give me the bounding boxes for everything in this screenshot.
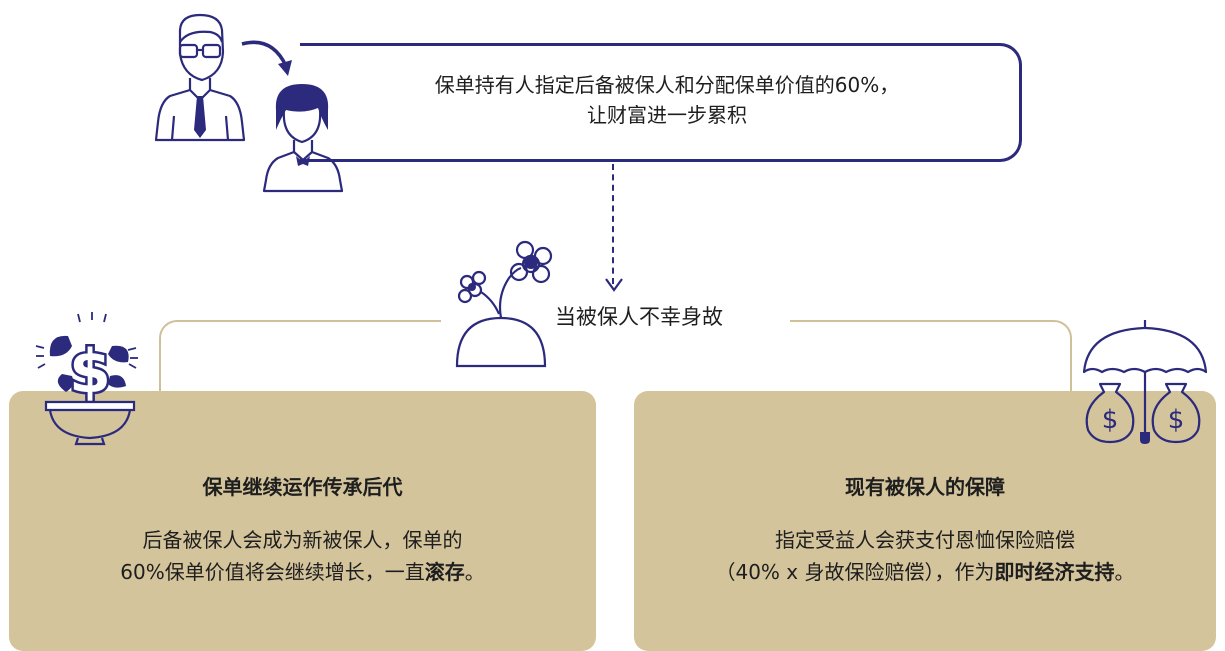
svg-text:$: $ bbox=[69, 337, 111, 407]
right-panel bbox=[634, 391, 1216, 651]
connector-left bbox=[159, 320, 441, 402]
right-body-prefix: （40% x 身故保险赔偿），作为 bbox=[715, 560, 995, 584]
right-panel-body-line2: （40% x 身故保险赔偿），作为即时经济支持。 bbox=[634, 556, 1216, 588]
top-callout-line2: 让财富进一步累积 bbox=[587, 103, 747, 127]
arrowhead-down-icon bbox=[605, 278, 623, 292]
left-body-prefix: 60%保单价值将会继续增长，一直 bbox=[120, 560, 425, 584]
event-label: 当被保人不幸身故 bbox=[555, 305, 723, 329]
left-panel-body-line1: 后备被保人会成为新被保人，保单的 bbox=[142, 528, 463, 552]
top-callout-text: 保单持有人指定后备被保人和分配保单价值的60%， 让财富进一步累积 bbox=[310, 70, 1024, 130]
left-body-emphasis: 滚存 bbox=[424, 560, 465, 584]
left-panel-body: 后备被保人会成为新被保人，保单的 60%保单价值将会继续增长，一直滚存。 bbox=[9, 524, 596, 588]
left-panel-title: 保单继续运作传承后代 bbox=[202, 475, 403, 499]
umbrella-money-icon: $ $ bbox=[1082, 320, 1208, 444]
man-icon bbox=[154, 13, 246, 142]
dashed-connector bbox=[612, 164, 614, 284]
woman-icon bbox=[262, 84, 344, 193]
svg-text:$: $ bbox=[1102, 405, 1119, 435]
curved-arrow-icon bbox=[241, 40, 292, 76]
right-body-suffix: 。 bbox=[1114, 560, 1135, 584]
right-body-emphasis: 即时经济支持 bbox=[994, 560, 1115, 584]
left-panel-body-line2: 60%保单价值将会继续增长，一直滚存。 bbox=[9, 556, 596, 588]
svg-text:$: $ bbox=[1168, 405, 1185, 435]
right-panel-title: 现有被保人的保障 bbox=[845, 475, 1005, 499]
flower-icon bbox=[445, 234, 555, 370]
left-body-suffix: 。 bbox=[464, 560, 485, 584]
right-panel-body-line1: 指定受益人会获支付恩恤保险赔偿 bbox=[775, 528, 1075, 552]
money-plant-icon: $ bbox=[35, 312, 138, 446]
top-callout-box bbox=[300, 43, 1022, 162]
top-callout-line1: 保单持有人指定后备被保人和分配保单价值的60%， bbox=[434, 73, 900, 97]
connector-right bbox=[790, 320, 1072, 402]
right-panel-body: 指定受益人会获支付恩恤保险赔偿 （40% x 身故保险赔偿），作为即时经济支持。 bbox=[634, 524, 1216, 588]
